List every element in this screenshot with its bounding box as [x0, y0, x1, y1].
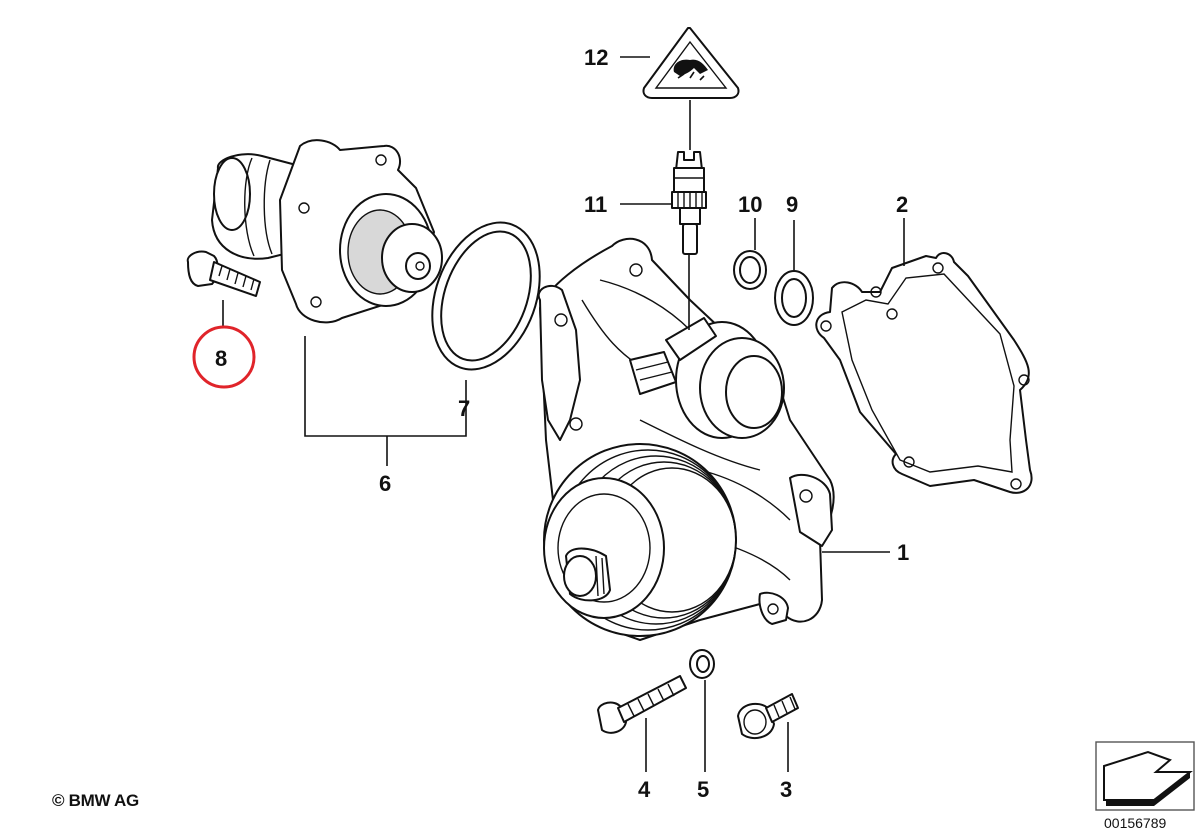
water-pump — [537, 237, 835, 641]
seal-ring-part-10 — [733, 250, 767, 290]
callout-5: 5 — [697, 777, 709, 802]
bolt-part-4 — [597, 675, 687, 734]
o-ring-part-7 — [431, 221, 541, 371]
bolt-part-8 — [186, 250, 261, 297]
bolt-part-3 — [737, 693, 799, 740]
callout-8: 8 — [215, 346, 227, 371]
temperature-sensor — [671, 151, 707, 255]
seal-ring-part-9 — [774, 270, 814, 326]
callout-11: 11 — [584, 192, 607, 217]
leader-lines — [222, 56, 905, 772]
callout-4: 4 — [638, 777, 651, 802]
copyright-notice: © BMW AG — [52, 791, 139, 810]
callout-1: 1 — [897, 540, 909, 565]
callout-9: 9 — [786, 192, 798, 217]
gasket — [815, 252, 1033, 494]
thermostat-housing — [211, 139, 443, 324]
hot-coolant-warning-icon — [642, 27, 740, 99]
document-id: 00156789 — [1104, 815, 1167, 831]
callout-6: 6 — [379, 471, 391, 496]
callout-2: 2 — [896, 192, 908, 217]
washer-part-5 — [689, 649, 715, 679]
callout-7: 7 — [458, 396, 470, 421]
direction-arrow-icon — [1095, 741, 1195, 811]
callout-12: 12 — [584, 45, 608, 70]
callout-3: 3 — [780, 777, 792, 802]
callout-10: 10 — [738, 192, 762, 217]
callouts: 12 11 10 9 2 8 7 6 1 4 5 3 — [215, 45, 909, 802]
highlight-circle — [192, 325, 256, 389]
